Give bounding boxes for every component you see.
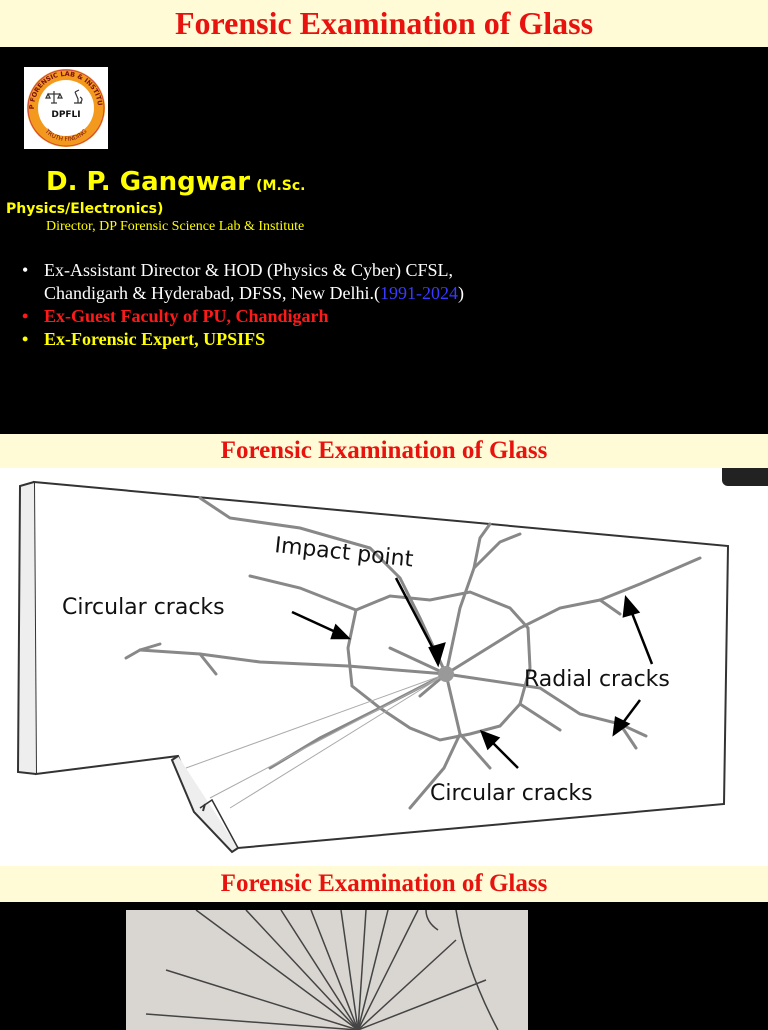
logo-center-text: DPFLI [51, 110, 80, 120]
bullet-1-line-2: Chandigarh & Hyderabad, DFSS, New Delhi.… [44, 283, 380, 303]
glass-fracture-diagram: Impact point Circular cracks Radial crac… [0, 468, 768, 866]
title-slide: DP FORENSIC LAB & INSTITUTE TRUTH FINDIN… [0, 47, 768, 433]
glass-fracture-slide: Impact point Circular cracks Radial crac… [0, 468, 768, 866]
presenter-name-line: D. P. Gangwar (M.Sc. [46, 167, 305, 197]
bullet-forensic-expert: Ex-Forensic Expert, UPSIFS [20, 328, 464, 351]
fracture-photo-slide [0, 902, 768, 1024]
label-circular-cracks-bottom: Circular cracks [430, 781, 593, 806]
bullet-guest-faculty: Ex-Guest Faculty of PU, Chandigarh [20, 305, 464, 328]
service-years: 1991-2024 [380, 283, 458, 303]
bullet-1-line-1: Ex-Assistant Director & HOD (Physics & C… [44, 260, 453, 280]
slide-title-3: Forensic Examination of Glass [0, 866, 768, 902]
logo-emblem-icon: DP FORENSIC LAB & INSTITUTE TRUTH FINDIN… [24, 67, 108, 149]
slide-title-1: Forensic Examination of Glass [0, 0, 768, 47]
label-circular-cracks-left: Circular cracks [62, 595, 225, 620]
label-radial-cracks: Radial cracks [524, 667, 670, 692]
credentials-part-2: Physics/Electronics) [6, 201, 163, 217]
bio-bullet-list: Ex-Assistant Director & HOD (Physics & C… [20, 259, 464, 351]
credentials-part-1: (M.Sc. [256, 178, 305, 194]
impact-point-marker [438, 666, 454, 682]
director-line: Director, DP Forensic Science Lab & Inst… [46, 219, 304, 235]
dpfli-logo: DP FORENSIC LAB & INSTITUTE TRUTH FINDIN… [24, 67, 108, 149]
radial-fracture-photo [126, 910, 528, 1030]
bullet-1-close: ) [458, 283, 464, 303]
bullet-ex-assistant-director: Ex-Assistant Director & HOD (Physics & C… [20, 259, 464, 305]
corner-tab [722, 468, 768, 486]
presenter-name: D. P. Gangwar [46, 167, 250, 197]
fractured-glass-photo [126, 910, 528, 1030]
slide-title-2: Forensic Examination of Glass [0, 434, 768, 468]
